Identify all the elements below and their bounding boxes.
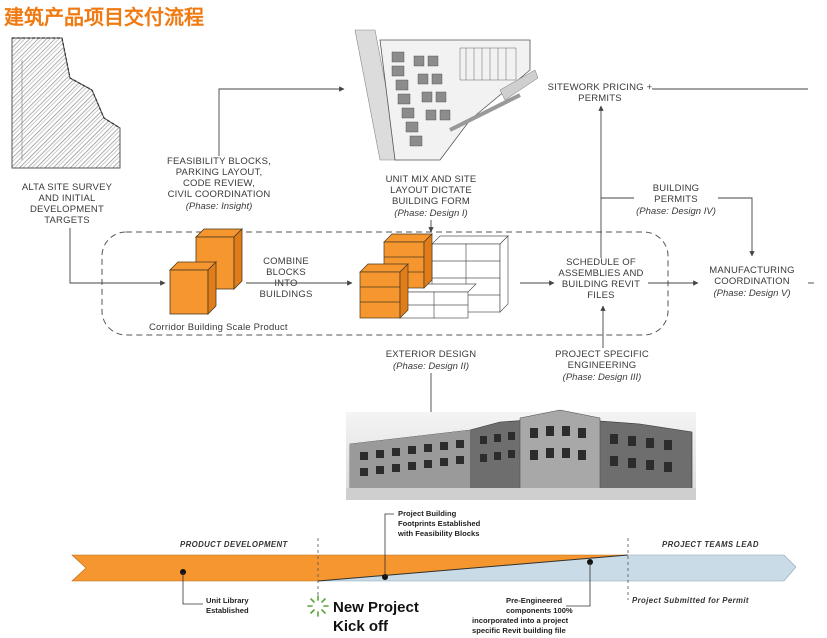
exterior-design-label: EXTERIOR DESIGN (Phase: Design II) bbox=[386, 349, 477, 372]
svg-text:COORDINATION: COORDINATION bbox=[714, 276, 790, 287]
building-permits-label: BUILDING PERMITS (Phase: Design IV) bbox=[636, 183, 716, 217]
svg-text:PROJECT TEAMS LEAD: PROJECT TEAMS LEAD bbox=[662, 540, 759, 549]
svg-text:(Phase: Design V): (Phase: Design V) bbox=[713, 288, 790, 299]
svg-text:incorporated into a project: incorporated into a project bbox=[472, 616, 569, 625]
svg-text:Project Building: Project Building bbox=[398, 509, 457, 518]
delivery-timeline: PRODUCT DEVELOPMENT PROJECT TEAMS LEAD U… bbox=[71, 509, 797, 635]
svg-text:(Phase: Design I): (Phase: Design I) bbox=[394, 208, 467, 219]
sitework-pricing-label: SITEWORK PRICING + PERMITS bbox=[548, 82, 653, 104]
svg-text:UNIT MIX AND SITE: UNIT MIX AND SITE bbox=[386, 174, 477, 185]
svg-text:COMBINE: COMBINE bbox=[263, 256, 309, 267]
svg-text:Pre-Engineered: Pre-Engineered bbox=[506, 596, 562, 605]
svg-text:MANUFACTURING: MANUFACTURING bbox=[709, 265, 794, 276]
kickoff-label-line2: Kick off bbox=[333, 618, 389, 635]
svg-text:PRODUCT DEVELOPMENT: PRODUCT DEVELOPMENT bbox=[180, 540, 289, 549]
manufacturing-coordination-label: MANUFACTURING COORDINATION (Phase: Desig… bbox=[709, 265, 794, 299]
product-scale-boundary bbox=[101, 231, 669, 336]
svg-text:(Phase: Design II): (Phase: Design II) bbox=[393, 361, 469, 372]
svg-text:TARGETS: TARGETS bbox=[44, 215, 90, 226]
svg-text:Unit Library: Unit Library bbox=[206, 596, 249, 605]
schedule-of-assemblies-label: SCHEDULE OF ASSEMBLIES AND BUILDING REVI… bbox=[558, 257, 643, 301]
svg-text:PERMITS: PERMITS bbox=[654, 194, 698, 205]
svg-text:specific Revit building file: specific Revit building file bbox=[472, 626, 566, 635]
svg-text:ALTA SITE SURVEY: ALTA SITE SURVEY bbox=[22, 182, 113, 193]
svg-text:PERMITS: PERMITS bbox=[578, 93, 622, 104]
svg-text:PARKING LAYOUT,: PARKING LAYOUT, bbox=[176, 167, 263, 178]
corridor-building-label: Corridor Building Scale Product bbox=[149, 322, 288, 333]
svg-text:CIVIL COORDINATION: CIVIL COORDINATION bbox=[168, 189, 271, 200]
svg-text:FILES: FILES bbox=[587, 290, 614, 301]
svg-text:components 100%: components 100% bbox=[506, 606, 573, 615]
site-survey-sketch bbox=[11, 37, 121, 169]
svg-text:Established: Established bbox=[206, 606, 249, 615]
combined-buildings-icon bbox=[359, 233, 509, 319]
svg-text:(Phase: Design IV): (Phase: Design IV) bbox=[636, 206, 716, 217]
feasibility-blocks-label: FEASIBILITY BLOCKS, PARKING LAYOUT, CODE… bbox=[167, 156, 271, 212]
unit-mix-label: UNIT MIX AND SITE LAYOUT DICTATE BUILDIN… bbox=[386, 174, 477, 219]
alta-site-survey-label: ALTA SITE SURVEY AND INITIAL DEVELOPMENT… bbox=[22, 182, 113, 226]
page-title: 建筑产品项目交付流程 bbox=[4, 5, 204, 29]
svg-text:(Phase: Insight): (Phase: Insight) bbox=[186, 201, 253, 212]
svg-text:BUILDINGS: BUILDINGS bbox=[259, 289, 312, 300]
svg-text:Project Submitted for Permit: Project Submitted for Permit bbox=[632, 596, 749, 605]
svg-text:SITEWORK PRICING +: SITEWORK PRICING + bbox=[548, 82, 653, 93]
svg-text:LAYOUT DICTATE: LAYOUT DICTATE bbox=[390, 185, 472, 196]
svg-text:Footprints Established: Footprints Established bbox=[398, 519, 481, 528]
svg-text:ENGINEERING: ENGINEERING bbox=[568, 360, 637, 371]
svg-text:ASSEMBLIES AND: ASSEMBLIES AND bbox=[558, 268, 643, 279]
svg-text:BUILDING REVIT: BUILDING REVIT bbox=[562, 279, 640, 290]
svg-text:BUILDING: BUILDING bbox=[653, 183, 699, 194]
kickoff-burst-icon bbox=[307, 595, 329, 617]
flow-connectors bbox=[69, 86, 814, 421]
svg-text:EXTERIOR DESIGN: EXTERIOR DESIGN bbox=[386, 349, 477, 360]
svg-text:AND INITIAL: AND INITIAL bbox=[38, 193, 95, 204]
svg-text:SCHEDULE OF: SCHEDULE OF bbox=[566, 257, 636, 268]
svg-text:FEASIBILITY BLOCKS,: FEASIBILITY BLOCKS, bbox=[167, 156, 271, 167]
svg-text:(Phase: Design III): (Phase: Design III) bbox=[563, 372, 642, 383]
site-plan-drawing bbox=[346, 28, 540, 164]
feasibility-blocks-icon bbox=[169, 228, 243, 315]
svg-text:BUILDING FORM: BUILDING FORM bbox=[392, 196, 470, 207]
svg-text:BLOCKS: BLOCKS bbox=[266, 267, 306, 278]
svg-text:PROJECT SPECIFIC: PROJECT SPECIFIC bbox=[555, 349, 649, 360]
svg-text:DEVELOPMENT: DEVELOPMENT bbox=[30, 204, 104, 215]
combine-blocks-label: COMBINE BLOCKS INTO BUILDINGS bbox=[259, 256, 312, 300]
kickoff-label: New Project bbox=[333, 599, 419, 616]
svg-text:CODE REVIEW,: CODE REVIEW, bbox=[183, 178, 255, 189]
project-engineering-label: PROJECT SPECIFIC ENGINEERING (Phase: Des… bbox=[555, 349, 649, 383]
svg-text:with Feasibility Blocks: with Feasibility Blocks bbox=[397, 529, 479, 538]
exterior-building-rendering bbox=[346, 409, 696, 500]
product-development-band bbox=[71, 554, 629, 582]
svg-text:INTO: INTO bbox=[274, 278, 297, 289]
